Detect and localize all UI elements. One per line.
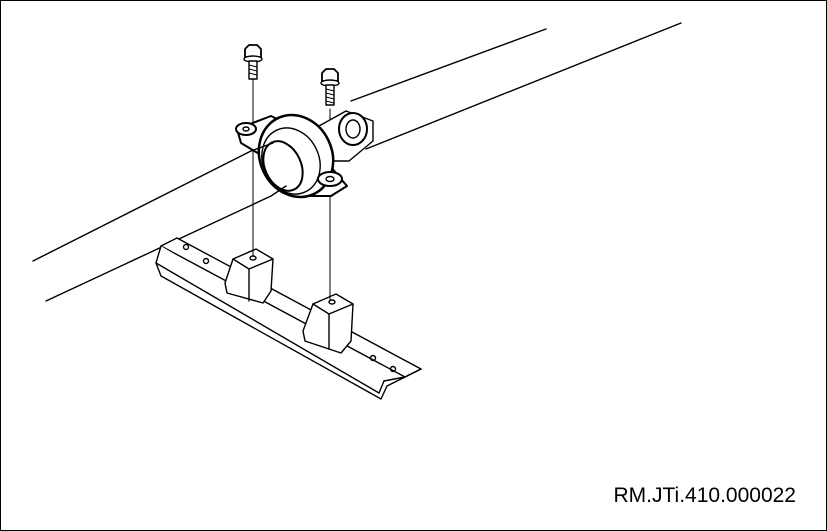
figure-reference-code: RM.JTi.410.000022	[613, 484, 797, 507]
mount-pad-left	[224, 248, 274, 304]
propeller-shaft	[32, 22, 682, 302]
bolt-right	[320, 68, 340, 106]
center-bearing	[235, 110, 374, 199]
bolt-left	[243, 44, 263, 80]
mounting-bracket	[155, 237, 422, 400]
mount-pad-right	[302, 293, 354, 354]
